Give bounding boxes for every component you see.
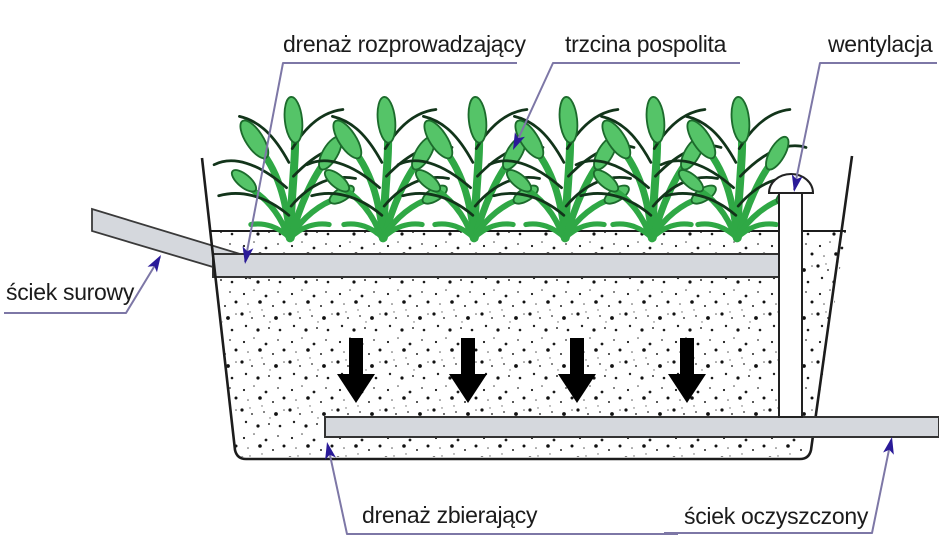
- label-collecting-drain: drenaż zbierający: [362, 502, 538, 528]
- flow-direction-arrow: [449, 338, 487, 403]
- label-distribution-drain: drenaż rozprowadzający: [283, 31, 526, 57]
- leader-treated-sewage: [664, 439, 892, 534]
- reed-plants: [214, 96, 806, 238]
- flow-arrows: [337, 338, 706, 403]
- vent-pipe: [767, 173, 815, 418]
- leader-arrowheads: [147, 132, 894, 460]
- leader-collecting-drain: [327, 445, 678, 535]
- leader-ventilation: [793, 62, 937, 191]
- leader-common-reed: [513, 62, 740, 149]
- label-raw-sewage: ściek surowy: [6, 279, 135, 305]
- distribution-drain-pipe: [212, 253, 801, 278]
- collecting-drain-pipe: [324, 416, 939, 438]
- flow-direction-arrow: [558, 338, 596, 403]
- basin-outline: [200, 155, 854, 461]
- leader-distribution-drain: [244, 62, 517, 263]
- label-ventilation: wentylacja: [828, 31, 933, 57]
- leader-lines: [4, 62, 937, 535]
- flow-direction-arrow: [337, 338, 375, 403]
- label-common-reed: trzcina pospolita: [565, 31, 727, 57]
- flow-direction-arrow: [668, 338, 706, 403]
- label-treated-sewage: ściek oczyszczony: [684, 503, 869, 529]
- leader-raw-sewage: [4, 256, 161, 314]
- vent-cap: [767, 173, 815, 194]
